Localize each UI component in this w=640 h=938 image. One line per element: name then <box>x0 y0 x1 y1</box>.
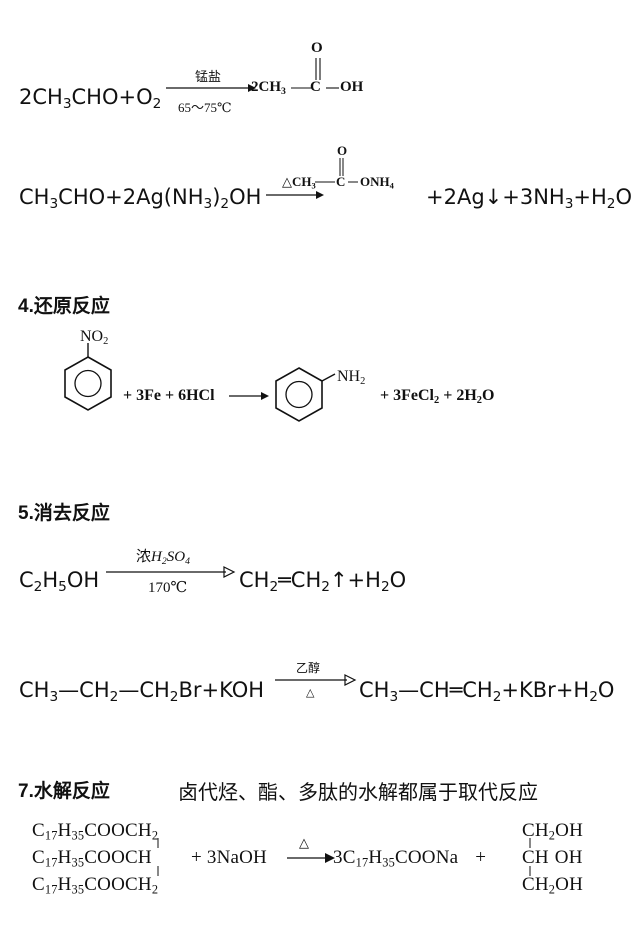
reaction-5-arrow <box>275 674 357 686</box>
acetic-acid-ch3: 2CH3 <box>251 79 286 97</box>
reaction-4-reactant: C2H5OH <box>19 568 100 596</box>
reaction-3-arrow <box>229 392 269 400</box>
section-5-heading: 5.消去反应 <box>18 503 110 524</box>
reaction-4-catalyst: 浓H2SO4 <box>136 549 190 567</box>
reaction-5-heat: △ <box>306 687 315 699</box>
reaction-2-products: +2Ag↓+3NH3+H2O <box>426 185 633 213</box>
ammonium-acetate-carbonyl-o: O <box>337 143 348 158</box>
nitrobenzene-ring-icon <box>64 343 112 411</box>
triglyceride-row-1: C17H35COOCH2 <box>32 820 159 843</box>
triglyceride-backbone-bonds <box>157 838 159 876</box>
reaction-4-products: CH2═CH2↑+H2O <box>239 568 407 596</box>
reaction-4-arrow <box>106 566 236 578</box>
reaction-1-temperature: 65～75℃ <box>178 100 232 115</box>
reaction-2-arrow <box>266 191 324 199</box>
acetic-acid-carbonyl-o: O <box>311 40 323 56</box>
ammonium-acetate-ch3: △CH3 <box>282 174 316 191</box>
triglyceride-row-3: C17H35COOCH2 <box>32 874 159 897</box>
section-7-note: 卤代烃、酯、多肽的水解都属于取代反应 <box>178 782 538 804</box>
acetic-acid-carbon: C <box>310 79 321 95</box>
reaction-1-arrow <box>166 84 256 92</box>
amino-group: NH2 <box>337 368 366 388</box>
glycerol-row-1: CH2OH <box>522 820 584 843</box>
reaction-2-reactants: CH3CHO+2Ag(NH3)2OH <box>19 185 262 213</box>
sodium-stearate-product: 3C17H35COONa + <box>333 847 487 870</box>
section-4-heading: 4.还原反应 <box>18 296 110 317</box>
reaction-5-solvent: 乙醇 <box>296 661 321 675</box>
reaction-1-catalyst: 锰盐 <box>195 69 222 84</box>
aniline-ring-icon <box>275 367 336 422</box>
reaction-4-temperature: 170℃ <box>148 580 188 596</box>
ammonium-acetate-onh4: ONH4 <box>360 174 394 191</box>
reaction-1-reactants: 2CH3CHO+O2 <box>19 85 162 113</box>
reaction-3-products: + 3FeCl2 + 2H2O <box>380 387 495 407</box>
naoh-reagent: + 3NaOH <box>191 847 267 868</box>
reaction-3-reagents: + 3Fe + 6HCl <box>123 387 215 404</box>
ammonium-acetate-carbon: C <box>336 174 346 189</box>
reaction-6-heat: △ <box>299 835 309 850</box>
reaction-6-arrow <box>287 853 335 863</box>
section-7-heading: 7.水解反应 <box>18 781 110 802</box>
acetic-acid-bonds <box>291 58 339 89</box>
triglyceride-row-2: C17H35COOCH <box>32 847 152 870</box>
reaction-5-products: CH3—CH═CH2+KBr+H2O <box>359 678 615 706</box>
acetic-acid-oh: OH <box>340 79 364 95</box>
ammonium-acetate-bonds <box>315 158 358 183</box>
glycerol-row-3: CH2OH <box>522 874 584 897</box>
reaction-5-reactants: CH3—CH2—CH2Br+KOH <box>19 678 265 706</box>
nitro-group: NO2 <box>80 328 109 348</box>
glycerol-backbone-bonds <box>529 838 531 876</box>
